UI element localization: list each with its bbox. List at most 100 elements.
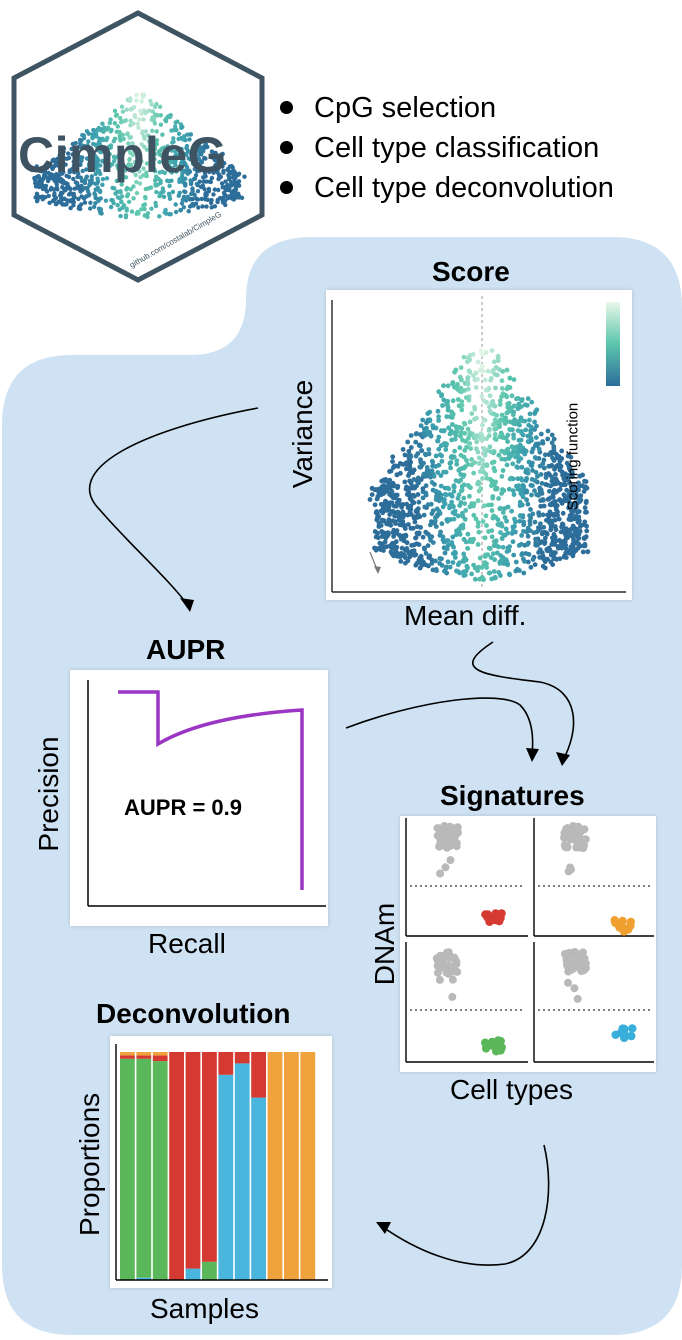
score-point (468, 485, 473, 491)
score-point (465, 381, 471, 387)
score-point (467, 493, 472, 499)
score-point (495, 419, 501, 425)
score-point (519, 492, 525, 498)
score-point (406, 522, 411, 527)
score-point (451, 489, 457, 494)
logo-point (54, 178, 59, 183)
score-point (538, 431, 544, 437)
logo-point (209, 175, 215, 181)
flow-arrows (88, 407, 575, 1266)
signature-point-celltype (494, 1036, 503, 1045)
logo-point (47, 200, 52, 205)
logo-point (108, 143, 114, 148)
score-point (415, 475, 421, 481)
logo-point (183, 168, 188, 173)
logo-point (171, 168, 177, 173)
logo-point (47, 174, 52, 179)
score-point (409, 498, 415, 504)
score-point (499, 432, 505, 437)
score-point (559, 448, 565, 454)
score-point (498, 530, 503, 535)
score-point (411, 552, 417, 558)
score-point (505, 439, 510, 444)
signature-point-background (580, 954, 589, 963)
logo-point (236, 171, 242, 176)
deconvolution-bar-segment (152, 1061, 168, 1280)
logo-point (100, 158, 105, 164)
score-point (462, 517, 468, 522)
score-point (500, 468, 506, 473)
logo-scatter-art (29, 92, 247, 220)
score-point (391, 553, 396, 559)
logo-point (148, 98, 153, 104)
logo-point (223, 202, 228, 208)
score-point (400, 447, 406, 452)
score-point (511, 377, 517, 382)
score-point (447, 564, 453, 570)
signature-point-background (448, 840, 457, 849)
score-point (548, 559, 554, 565)
score-point (500, 510, 506, 515)
score-point (517, 568, 522, 573)
score-point (439, 556, 444, 562)
logo-point (166, 163, 172, 168)
logo-point (169, 128, 174, 133)
score-point (408, 525, 414, 531)
score-point (480, 368, 486, 374)
logo-point (124, 187, 129, 192)
logo-point (119, 199, 124, 205)
signature-point-background (445, 962, 454, 970)
score-point (533, 536, 538, 542)
logo-point (152, 156, 157, 162)
score-point (489, 348, 495, 353)
score-point (415, 524, 420, 530)
logo-point (126, 141, 131, 146)
score-point (510, 427, 515, 433)
logo-point (145, 211, 151, 216)
logo-point (52, 193, 57, 198)
signature-point-background (566, 827, 575, 836)
deconvolution-bar-segment (152, 1052, 168, 1056)
score-point (411, 477, 417, 482)
arrow-head-aupr (180, 598, 194, 612)
score-point (532, 519, 538, 525)
score-point (471, 562, 476, 568)
logo-point (179, 125, 184, 130)
logo-point (112, 121, 118, 126)
logo-point (125, 192, 131, 197)
score-point (453, 532, 459, 538)
score-point (549, 440, 555, 446)
score-point (430, 508, 436, 514)
logo-point (135, 121, 140, 126)
score-point (483, 513, 489, 519)
logo-point (130, 169, 135, 174)
score-point (391, 465, 396, 470)
logo-point (78, 143, 83, 148)
score-point (482, 377, 488, 383)
logo-point (204, 179, 209, 184)
score-point (419, 448, 424, 453)
signature-point-background (567, 961, 576, 970)
logo-point (56, 161, 61, 167)
score-point (477, 555, 483, 561)
score-point (522, 402, 528, 408)
logo-point (104, 176, 110, 181)
score-point (497, 506, 503, 512)
score-point (402, 452, 408, 458)
logo-point (192, 176, 198, 181)
signatures-y-label: DNAm (369, 902, 400, 986)
score-point (423, 562, 429, 568)
score-point (455, 513, 461, 519)
logo-point (152, 178, 158, 183)
score-point (467, 419, 473, 425)
score-point (516, 437, 522, 443)
score-point (398, 514, 404, 520)
logo-point (143, 129, 149, 134)
logo-point (198, 145, 204, 150)
score-point (536, 441, 541, 447)
score-point (479, 575, 485, 580)
score-point (394, 544, 400, 550)
logo-point (223, 179, 228, 184)
logo-point (180, 137, 186, 142)
logo-point (123, 118, 129, 123)
